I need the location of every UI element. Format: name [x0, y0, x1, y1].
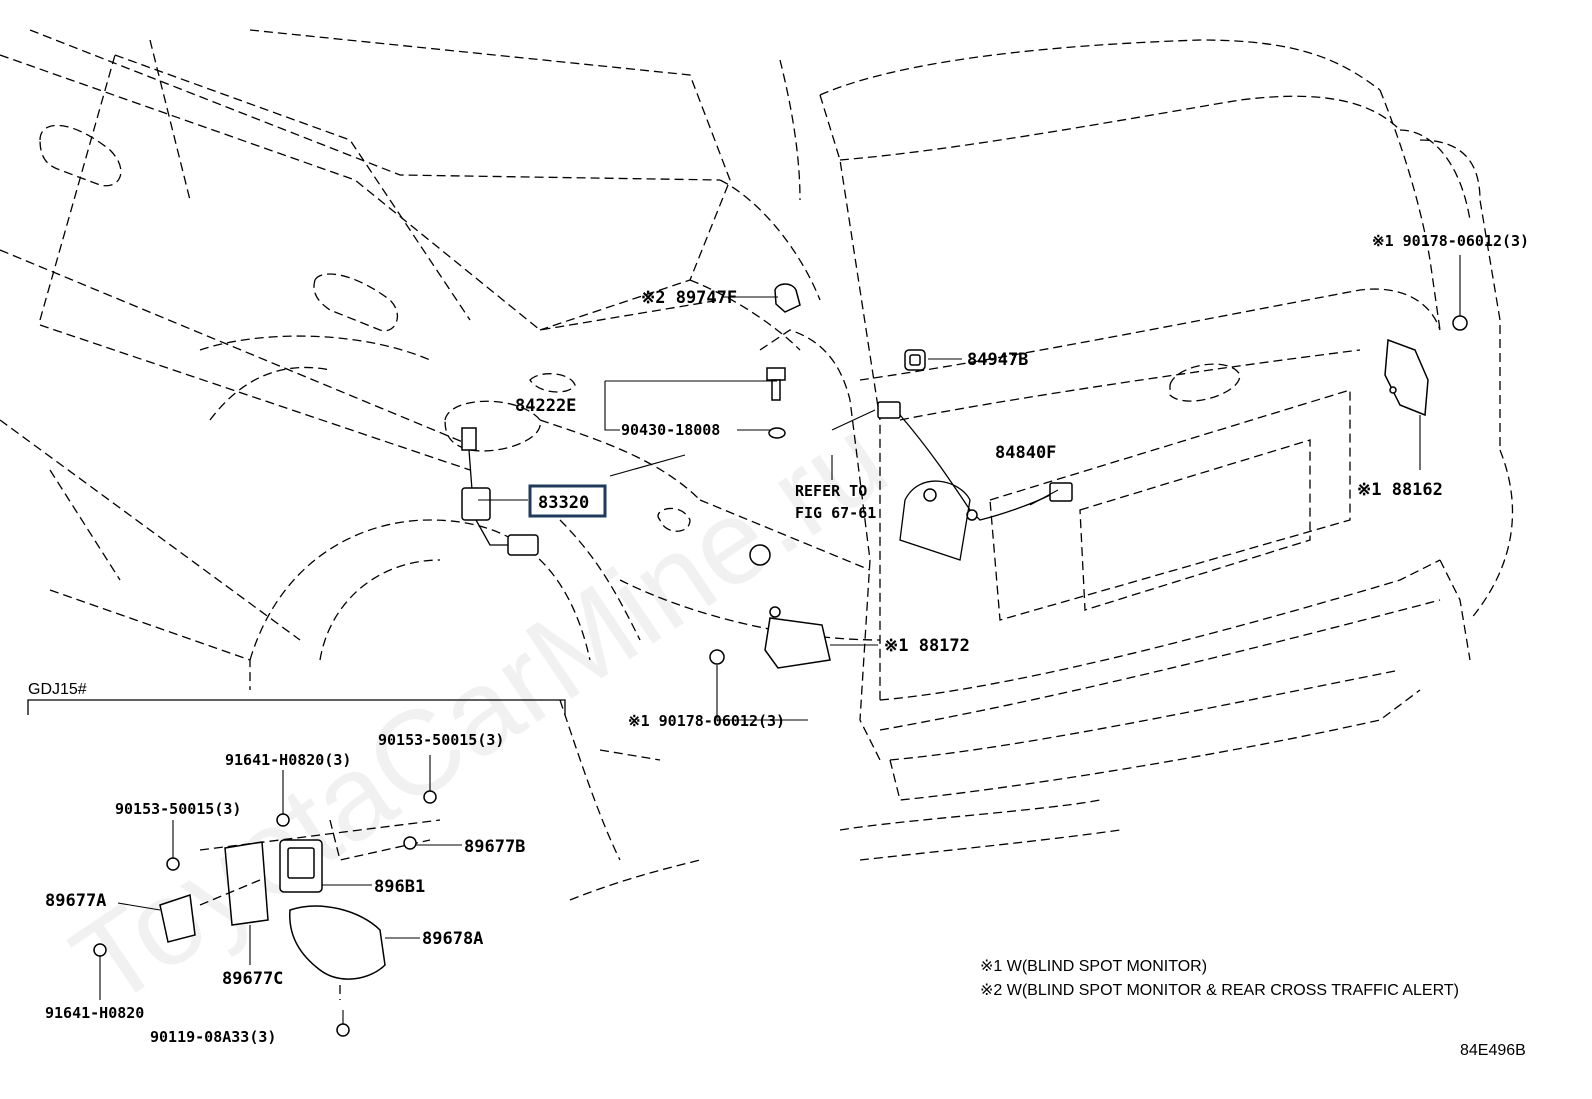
part-84840F-wire-harness[interactable]: [877, 401, 1073, 521]
part-84947B-grommet[interactable]: [904, 349, 926, 371]
label-90153-50015-a[interactable]: 90153-50015(3): [378, 731, 504, 749]
part-89677A-bracket[interactable]: [159, 893, 196, 943]
screw-icon: [276, 813, 290, 827]
vehicle-body-outline: [0, 29, 1514, 901]
leader-lines: [478, 255, 1461, 721]
label-84222E[interactable]: 84222E: [515, 396, 576, 416]
label-90178-06012-right[interactable]: ※1 90178-06012(3): [1372, 232, 1529, 250]
label-89677C[interactable]: 89677C: [222, 969, 283, 989]
screw-icon: [403, 836, 417, 850]
label-896B1[interactable]: 896B1: [374, 877, 425, 897]
label-88172[interactable]: ※1 88172: [884, 636, 970, 656]
label-83320[interactable]: 83320: [538, 493, 589, 513]
inset-label: GDJ15#: [28, 681, 87, 698]
part-90430-washer[interactable]: [768, 427, 786, 439]
label-84840F[interactable]: 84840F: [995, 443, 1056, 463]
bracket-outline: [899, 480, 971, 561]
part-90178-nut-low[interactable]: [709, 649, 725, 665]
drawing-code: 84E496B: [1460, 1042, 1526, 1059]
inset-gdj15: GDJ15#: [27, 681, 566, 1037]
screw-icon: [166, 857, 180, 871]
label-fig-ref[interactable]: FIG 67-61: [795, 504, 876, 522]
label-89678A[interactable]: 89678A: [422, 929, 483, 949]
label-91641-H0820-b[interactable]: 91641-H0820: [45, 1004, 144, 1022]
highlight-83320: [528, 484, 607, 518]
label-89747F[interactable]: ※2 89747F: [641, 288, 737, 308]
label-88162[interactable]: ※1 88162: [1357, 480, 1443, 500]
label-90119-08A33[interactable]: 90119-08A33(3): [150, 1028, 276, 1046]
part-89677C-bracket[interactable]: [224, 841, 269, 926]
label-refer-to[interactable]: REFER TO: [795, 482, 867, 500]
note-2: ※2 W(BLIND SPOT MONITOR & REAR CROSS TRA…: [980, 982, 1459, 999]
screw-icon: [423, 790, 437, 804]
screw-icon: [336, 1023, 350, 1037]
part-88162-radar-sensor[interactable]: [1384, 338, 1429, 417]
screw-icon: [93, 943, 107, 957]
label-90430-18008[interactable]: 90430-18008: [621, 421, 720, 439]
part-90178-nut-right[interactable]: [1452, 315, 1468, 331]
label-90178-06012-low[interactable]: ※1 90178-06012(3): [628, 712, 785, 730]
part-88172-control-module[interactable]: [764, 606, 831, 669]
label-89677B[interactable]: 89677B: [464, 837, 525, 857]
note-1: ※1 W(BLIND SPOT MONITOR): [980, 958, 1207, 975]
part-84222E-bolt[interactable]: [766, 367, 786, 401]
label-84947B[interactable]: 84947B: [967, 350, 1028, 370]
part-89747F-clip[interactable]: [774, 283, 801, 313]
label-89677A[interactable]: 89677A: [45, 891, 106, 911]
part-89678A-cover[interactable]: [289, 905, 386, 980]
label-91641-H0820-a[interactable]: 91641-H0820(3): [225, 751, 351, 769]
label-90153-50015-b[interactable]: 90153-50015(3): [115, 800, 241, 818]
part-83320-sensor[interactable]: [461, 427, 539, 556]
